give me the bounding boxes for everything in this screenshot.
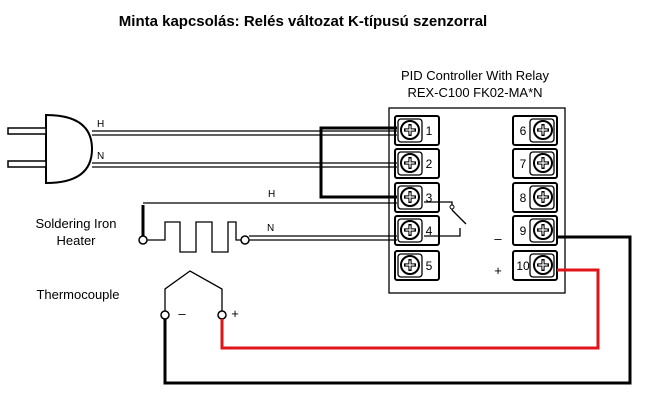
terminal-8: 8	[512, 182, 558, 213]
terminal-strip: 1 2 3 4 5 6 7 8 9 10	[394, 115, 558, 281]
relay-switch	[424, 201, 467, 237]
thermocouple-probe	[160, 270, 227, 320]
screw-icon	[400, 187, 420, 207]
heater-element	[138, 221, 250, 253]
terminal-number: 4	[426, 224, 433, 238]
heater-label-line1: Soldering Iron	[36, 216, 117, 231]
terminal-number: 3	[426, 191, 433, 205]
terminal-number: 10	[516, 259, 530, 273]
terminal-number: 9	[520, 224, 527, 238]
screw-icon	[400, 255, 420, 275]
controller-name: PID Controller With Relay	[401, 68, 550, 83]
terminal-6: 6	[512, 115, 558, 146]
terminal-10: 10	[512, 250, 558, 281]
screw-icon	[400, 120, 420, 140]
diagram-title: Minta kapcsolás: Relés változat K-típusú…	[119, 13, 487, 30]
thermocouple-positive-wire	[220, 268, 600, 350]
terminal-3: 3	[394, 182, 440, 213]
screw-icon	[533, 187, 553, 207]
screw-icon	[533, 153, 553, 173]
terminal-number: 8	[520, 191, 527, 205]
terminal-9-polarity: –	[494, 231, 502, 246]
heater-label-line2: Heater	[56, 233, 96, 248]
thermocouple-negative-wire	[163, 235, 632, 385]
thermocouple-plus: +	[231, 306, 239, 321]
heater-h-label: H	[268, 189, 275, 200]
terminal-4: 4	[394, 215, 440, 246]
terminal-2: 2	[394, 148, 440, 179]
thermocouple-label: Thermocouple	[36, 287, 119, 302]
terminal-number: 1	[426, 124, 433, 138]
terminal-number: 2	[426, 157, 433, 171]
thermocouple-minus: –	[178, 306, 186, 321]
power-plug	[7, 113, 94, 185]
screw-icon	[400, 153, 420, 173]
jumper-wire-1-3	[319, 126, 397, 199]
terminal-number: 5	[426, 259, 433, 273]
terminal-number: 7	[520, 157, 527, 171]
heater-n-label: N	[267, 223, 274, 234]
plug-n-label: N	[97, 151, 104, 162]
plug-h-label: H	[97, 119, 104, 130]
terminal-number: 6	[520, 124, 527, 138]
screw-icon	[533, 220, 553, 240]
screw-icon	[533, 120, 553, 140]
terminal-10-polarity: +	[494, 263, 502, 278]
terminal-7: 7	[512, 148, 558, 179]
terminal-5: 5	[394, 250, 440, 281]
terminal-9: 9	[512, 215, 558, 246]
terminal-1: 1	[394, 115, 440, 146]
screw-icon	[533, 255, 553, 275]
screw-icon	[400, 220, 420, 240]
controller-model: REX-C100 FK02-MA*N	[407, 85, 542, 100]
